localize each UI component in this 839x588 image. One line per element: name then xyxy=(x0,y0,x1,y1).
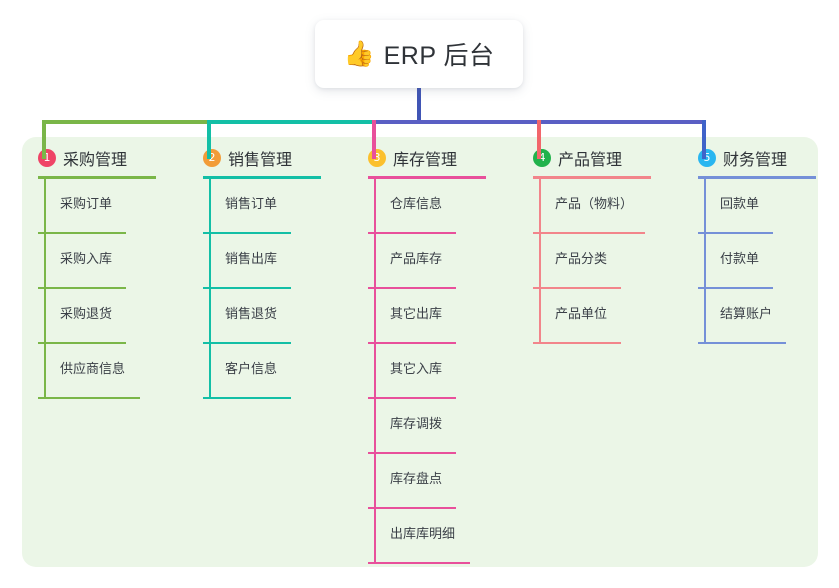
column-spine xyxy=(704,179,706,344)
leaf-node-label: 采购订单 xyxy=(60,196,113,211)
leaf-node-rule xyxy=(368,232,456,234)
column-title-label: 销售管理 xyxy=(228,152,293,169)
column-header-rule xyxy=(698,176,816,179)
leaf-node-label: 仓库信息 xyxy=(390,196,443,211)
column-title-label: 采购管理 xyxy=(63,152,128,169)
column-库存管理: 3 库存管理仓库信息产品库存其它出库其它入库库存调拨库存盘点出库库明细 xyxy=(368,146,486,564)
leaf-node-label: 回款单 xyxy=(720,196,760,211)
drop-col-1 xyxy=(42,120,46,159)
leaf-node-rule xyxy=(203,397,291,399)
column-header-1[interactable]: 1 采购管理 xyxy=(38,146,127,170)
leaf-node-label: 库存盘点 xyxy=(390,471,443,486)
diagram-panel xyxy=(22,137,818,567)
drop-col-5 xyxy=(702,120,706,159)
leaf-node-rule xyxy=(203,342,291,344)
column-title-label: 财务管理 xyxy=(723,152,788,169)
leaf-node-rule xyxy=(368,507,456,509)
leaf-node-label: 其它入库 xyxy=(390,361,443,376)
bus-green xyxy=(42,120,211,124)
leaf-node-rule xyxy=(533,287,621,289)
leaf-node-rule xyxy=(368,342,456,344)
leaf-node-label: 供应商信息 xyxy=(60,361,126,376)
leaf-node-label: 付款单 xyxy=(720,251,760,266)
leaf-node-label: 其它出库 xyxy=(390,306,443,321)
column-header-2[interactable]: 2 销售管理 xyxy=(203,146,292,170)
leaf-node-rule xyxy=(38,397,140,399)
column-spine xyxy=(374,179,376,564)
leaf-node-label: 产品分类 xyxy=(555,251,608,266)
drop-col-4 xyxy=(537,120,541,159)
column-财务管理: 5 财务管理回款单付款单结算账户 xyxy=(698,146,816,344)
leaf-node-rule xyxy=(368,452,456,454)
leaf-node-rule xyxy=(203,287,291,289)
leaf-node-label: 客户信息 xyxy=(225,361,278,376)
thumbs-up-icon: 👍 xyxy=(343,39,375,68)
leaf-node-label: 销售退货 xyxy=(225,306,278,321)
leaf-node-label: 库存调拨 xyxy=(390,416,443,431)
leaf-node-rule xyxy=(38,232,126,234)
bus-teal xyxy=(207,120,376,124)
column-spine xyxy=(44,179,46,399)
drop-col-2 xyxy=(207,120,211,159)
root-node-label: ERP 后台 xyxy=(383,42,495,70)
leaf-node-rule xyxy=(368,397,456,399)
leaf-node-label: 产品单位 xyxy=(555,306,608,321)
column-产品管理: 4 产品管理产品（物料） 产品分类产品单位 xyxy=(533,146,651,344)
column-badge-3: 3 xyxy=(368,149,386,167)
column-badge-4: 4 xyxy=(533,149,551,167)
column-采购管理: 1 采购管理采购订单采购入库采购退货供应商信息 xyxy=(38,146,156,399)
column-header-rule xyxy=(203,176,321,179)
root-node-erp-backend[interactable]: 👍 ERP 后台 xyxy=(315,20,523,88)
leaf-node-label: 采购退货 xyxy=(60,306,113,321)
column-header-3[interactable]: 3 库存管理 xyxy=(368,146,457,170)
leaf-node-rule xyxy=(368,287,456,289)
leaf-node-label: 产品（物料） xyxy=(555,196,634,211)
leaf-node-label: 销售订单 xyxy=(225,196,278,211)
leaf-node-label: 采购入库 xyxy=(60,251,113,266)
leaf-node-rule xyxy=(698,232,773,234)
leaf-node-rule xyxy=(203,232,291,234)
column-header-rule xyxy=(533,176,651,179)
column-badge-2: 2 xyxy=(203,149,221,167)
title-stem xyxy=(417,88,421,124)
leaf-node-rule xyxy=(38,342,126,344)
leaf-node-label: 产品库存 xyxy=(390,251,443,266)
column-badge-1: 1 xyxy=(38,149,56,167)
leaf-node-rule xyxy=(533,232,645,234)
leaf-node-rule xyxy=(368,562,470,564)
leaf-node-label: 销售出库 xyxy=(225,251,278,266)
leaf-node-label: 结算账户 xyxy=(720,306,773,321)
column-spine xyxy=(539,179,541,344)
leaf-node-rule xyxy=(38,287,126,289)
leaf-node-rule xyxy=(533,342,621,344)
leaf-node-label: 出库库明细 xyxy=(390,526,456,541)
leaf-node-rule xyxy=(698,342,786,344)
column-销售管理: 2 销售管理销售订单销售出库销售退货客户信息 xyxy=(203,146,321,399)
column-badge-5: 5 xyxy=(698,149,716,167)
column-header-5[interactable]: 5 财务管理 xyxy=(698,146,787,170)
leaf-node-rule xyxy=(698,287,773,289)
column-title-label: 产品管理 xyxy=(558,152,623,169)
drop-col-3 xyxy=(372,120,376,159)
column-header-rule xyxy=(38,176,156,179)
column-title-label: 库存管理 xyxy=(393,152,458,169)
column-spine xyxy=(209,179,211,399)
column-header-rule xyxy=(368,176,486,179)
column-header-4[interactable]: 4 产品管理 xyxy=(533,146,622,170)
